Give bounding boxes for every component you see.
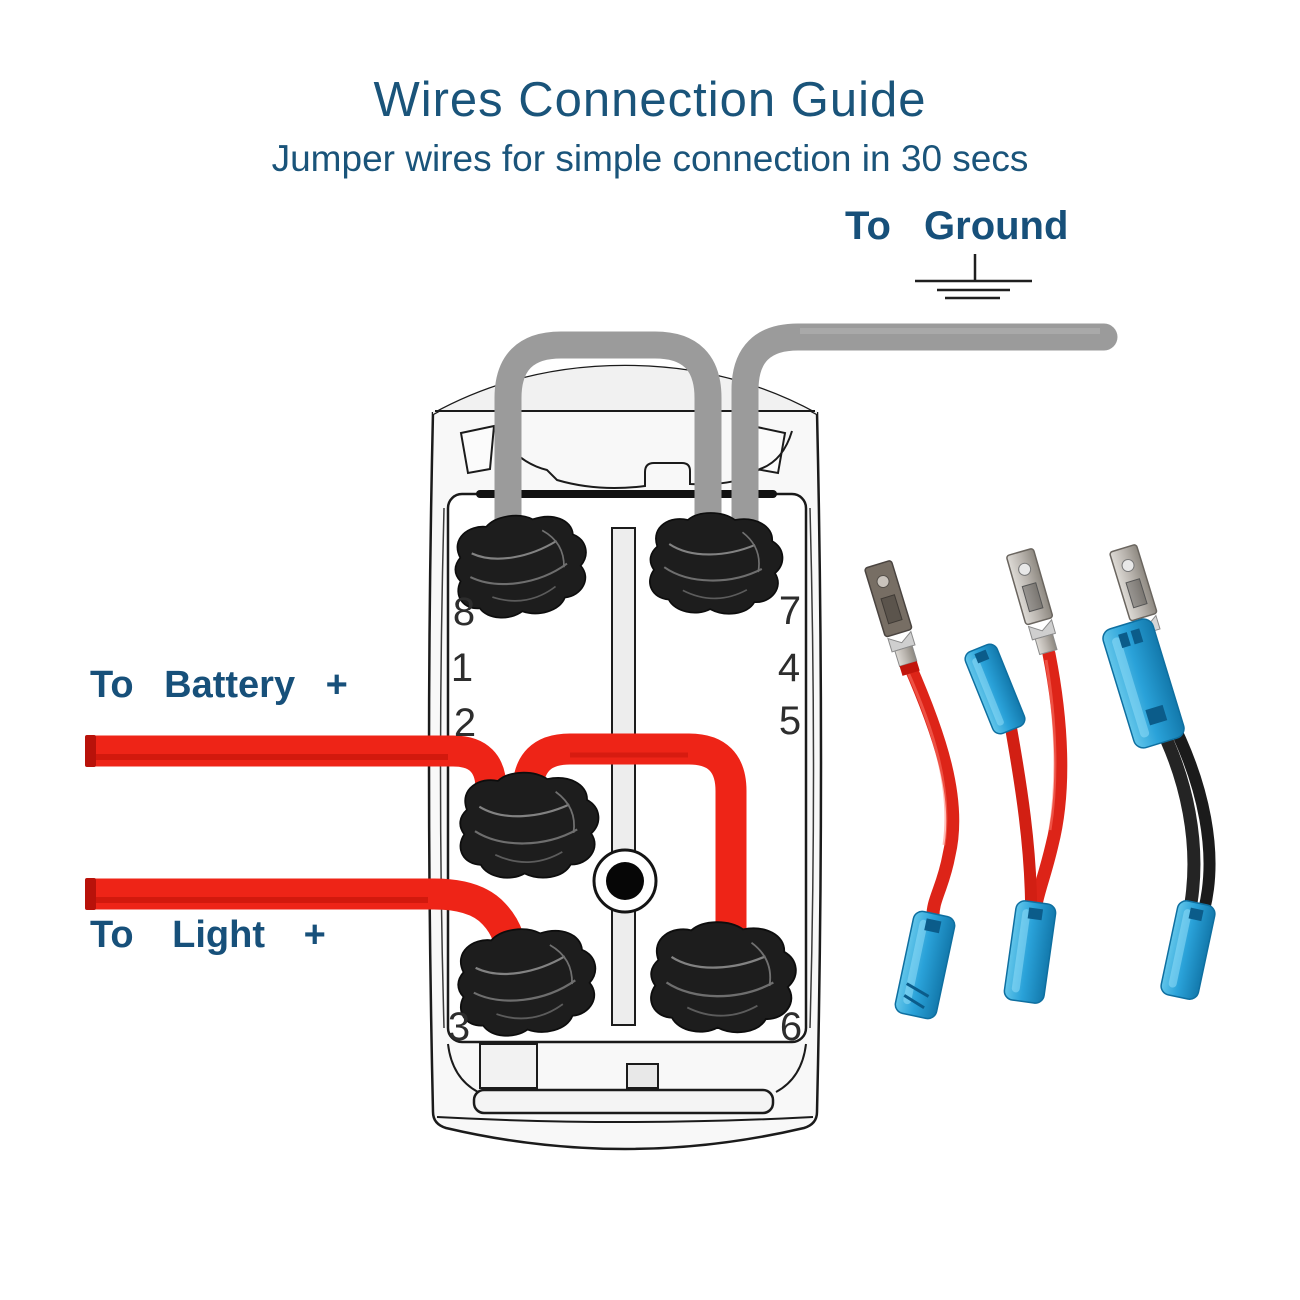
jumper-wires-photo (864, 544, 1216, 1020)
switch-base-detail (436, 1043, 814, 1123)
terminal-grommet-2 (457, 769, 602, 882)
jumper-wire-red-2 (964, 548, 1068, 1004)
terminal-number-4: 4 (778, 646, 800, 690)
ground-symbol (915, 254, 1032, 300)
terminal-numbers: 8 1 2 3 7 4 5 6 (448, 589, 802, 1049)
blue-connector-icon (1160, 900, 1216, 1000)
pivot-screw (592, 848, 658, 914)
jumper-wire-red-1 (864, 560, 960, 1020)
terminal-number-3: 3 (448, 1005, 470, 1049)
blue-connector-icon (1003, 900, 1057, 1004)
terminal-number-5: 5 (779, 699, 801, 743)
blue-connector-icon (964, 643, 1026, 735)
spade-terminal-icon (1006, 548, 1058, 656)
label-to-battery: To Battery + (90, 664, 348, 706)
label-to-light: To Light + (90, 914, 326, 956)
ground-wire (731, 323, 1118, 570)
gray-jumper-wire (494, 331, 722, 560)
blue-connector-icon (894, 910, 956, 1020)
page-subtitle: Jumper wires for simple connection in 30… (271, 138, 1029, 179)
page-title: Wires Connection Guide (373, 73, 927, 127)
spade-terminal-icon (864, 560, 920, 676)
blue-connector-icon (1102, 618, 1185, 749)
jumper-wire-black (1102, 544, 1216, 1000)
terminal-number-1: 1 (451, 646, 473, 690)
terminal-number-6: 6 (780, 1005, 802, 1049)
center-divider (611, 527, 636, 1026)
label-to-ground: To Ground (845, 204, 1069, 248)
spade-terminal-icon (1109, 544, 1161, 637)
terminal-number-7: 7 (779, 589, 801, 633)
terminal-number-8: 8 (453, 590, 475, 634)
terminal-number-2: 2 (454, 701, 476, 745)
